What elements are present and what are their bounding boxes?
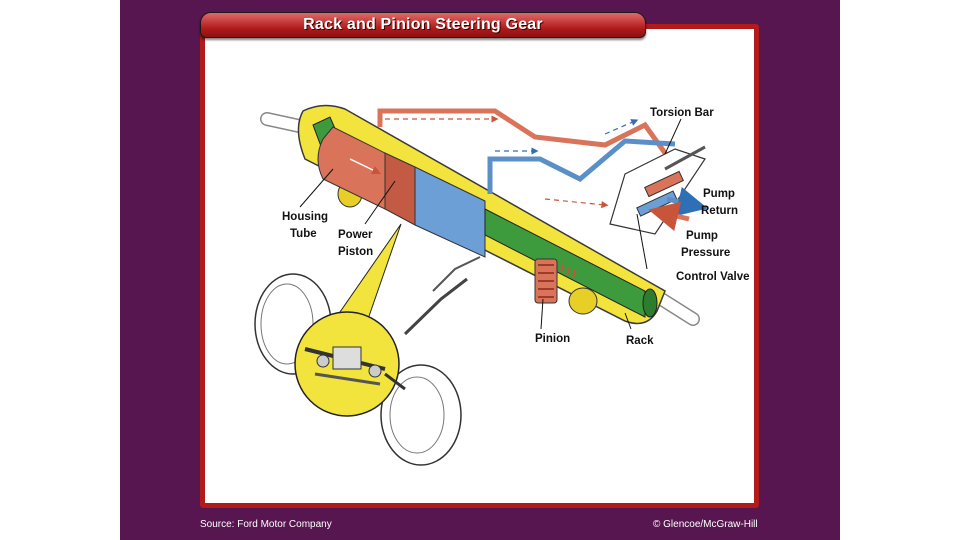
torsion-bar <box>664 145 706 171</box>
label-pump-pressure-line1: Pump <box>686 230 718 242</box>
steering-shaft <box>432 256 481 292</box>
inset-rack <box>314 372 381 386</box>
label-housing-tube-line1: Housing <box>282 211 328 223</box>
label-power-piston-line1: Power <box>338 229 373 241</box>
page-title: Rack and Pinion Steering Gear <box>303 16 543 33</box>
steering-column <box>403 277 468 336</box>
pressure-line <box>377 108 678 169</box>
rack-and-pinion-assembly <box>260 104 708 326</box>
label-control-valve: Control Valve <box>676 271 750 283</box>
label-rack: Rack <box>626 335 654 347</box>
label-pump-return-line1: Pump <box>703 188 735 200</box>
vehicle-suspension-inset <box>254 223 481 466</box>
power-cylinder-left <box>317 126 386 210</box>
label-torsion-bar: Torsion Bar <box>650 107 714 119</box>
return-line <box>487 138 676 194</box>
power-cylinder-right <box>414 166 486 258</box>
pump-pressure-arrow <box>648 201 690 231</box>
rack-right-end <box>642 288 658 318</box>
right-wheel-inner <box>389 376 445 454</box>
inset-joint-left <box>316 354 330 368</box>
label-housing-tube-line2: Tube <box>290 228 317 240</box>
diagram-panel: Torsion Bar Pump Return Pump Pressure Co… <box>205 29 754 503</box>
right-mount-bushing <box>568 287 598 315</box>
title-banner: Rack and Pinion Steering Gear <box>200 12 646 38</box>
source-credit: Source: Ford Motor Company <box>200 519 332 530</box>
inset-gear-housing <box>332 346 362 370</box>
right-tie-rod <box>384 372 406 391</box>
rack-bar <box>484 208 646 318</box>
label-power-piston-line2: Piston <box>338 246 373 258</box>
steering-gear-diagram: Torsion Bar Pump Return Pump Pressure Co… <box>254 104 750 466</box>
copyright-credit: © Glencoe/McGraw-Hill <box>653 519 758 530</box>
control-valve-spool <box>644 170 684 198</box>
right-wheel <box>380 364 462 466</box>
label-pump-return-line2: Return <box>701 205 738 217</box>
leader-lines <box>299 118 682 330</box>
label-pinion: Pinion <box>535 333 570 345</box>
inset-joint-right <box>368 364 382 378</box>
label-pump-pressure-line2: Pressure <box>681 247 730 259</box>
